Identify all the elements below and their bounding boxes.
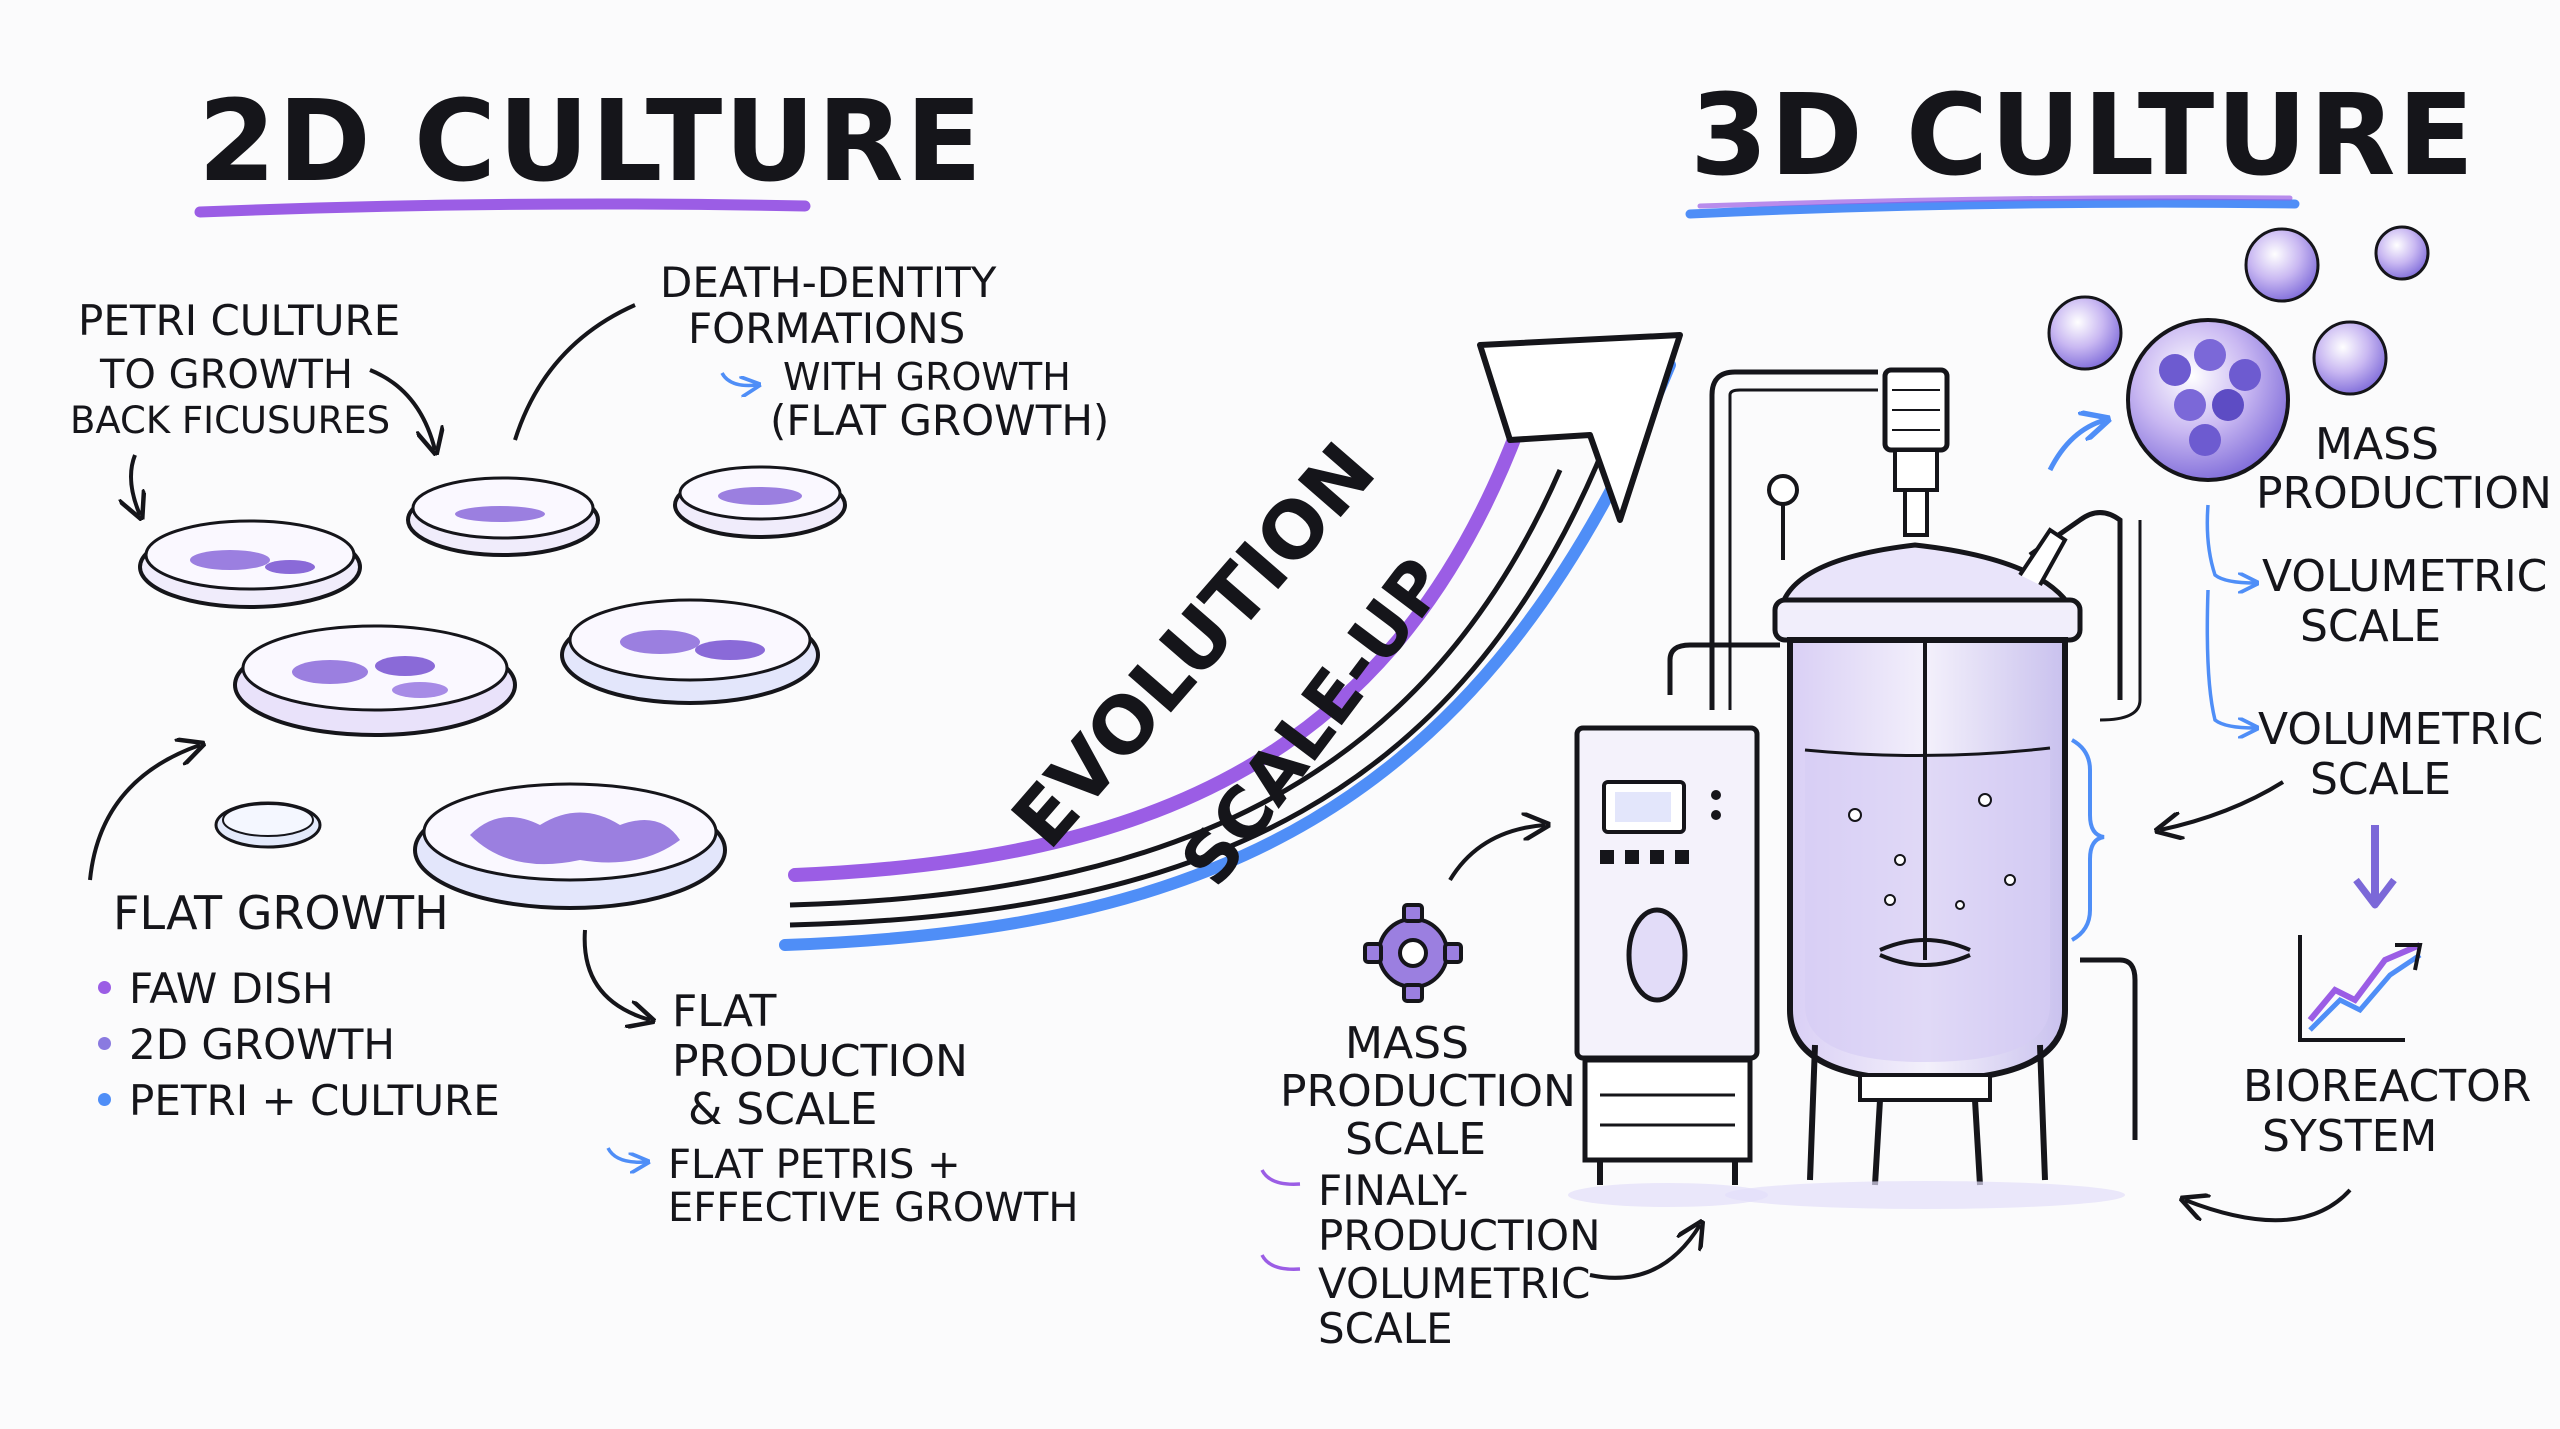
bioreactor-line2: SYSTEM bbox=[2262, 1111, 2438, 1162]
mass-production-scale-line1: MASS bbox=[1345, 1018, 1469, 1069]
petri-label-line2: TO GROWTH bbox=[100, 352, 353, 398]
flat-production-line3: & SCALE bbox=[688, 1084, 878, 1135]
mass-production-scale-line6: VOLUMETRIC bbox=[1318, 1259, 1591, 1308]
petri-dish-5 bbox=[560, 598, 820, 705]
flat-growth-item-1: FAW DISH bbox=[98, 968, 334, 1010]
bioreactor-line1: BIOREACTOR bbox=[2243, 1061, 2532, 1112]
petri-dish-3 bbox=[673, 465, 847, 539]
flat-growth-title: FLAT GROWTH bbox=[113, 886, 449, 940]
petri-dish-1 bbox=[138, 519, 362, 609]
flat-growth-item-3: PETRI + CULTURE bbox=[98, 1080, 500, 1122]
mass-production-line1: MASS bbox=[2315, 419, 2439, 470]
petri-dish-4 bbox=[233, 624, 517, 737]
arrow-petri-to-dish bbox=[369, 368, 435, 450]
mass-production-line2: PRODUCTION bbox=[2256, 468, 2552, 519]
petri-label-line1: PETRI CULTURE bbox=[78, 296, 401, 345]
bullet-purple bbox=[98, 981, 111, 994]
death-label-line3: WITH GROWTH bbox=[783, 355, 1071, 399]
left-title: 2D CULTURE bbox=[198, 77, 984, 207]
mass-production-scale-line7: SCALE bbox=[1318, 1304, 1453, 1353]
flat-production-line2: PRODUCTION bbox=[672, 1036, 968, 1087]
death-label-line2: FORMATIONS bbox=[688, 304, 966, 353]
mass-production-scale-line3: SCALE bbox=[1345, 1114, 1487, 1165]
arrow-death-to-dish bbox=[513, 303, 636, 441]
evolution-arrow bbox=[779, 332, 1683, 951]
bioreactor-illustration bbox=[1568, 367, 2142, 1209]
gear-icon bbox=[1363, 903, 1463, 1003]
growth-chart-icon bbox=[2298, 935, 2423, 1042]
right-title-underline bbox=[1685, 198, 2300, 219]
volumetric-1-line2: SCALE bbox=[2300, 601, 2442, 652]
mass-production-scale-line4: FINALY- bbox=[1318, 1166, 1469, 1215]
flat-production-line4: FLAT PETRIS + bbox=[668, 1142, 961, 1188]
flat-growth-item-2: 2D GROWTH bbox=[98, 1024, 395, 1066]
petri-dish-6 bbox=[413, 782, 727, 910]
mass-production-scale-line5: PRODUCTION bbox=[1318, 1211, 1601, 1260]
volumetric-1-line1: VOLUMETRIC bbox=[2262, 551, 2548, 602]
mass-production-scale-line2: PRODUCTION bbox=[1280, 1066, 1576, 1117]
left-title-underline bbox=[194, 198, 811, 218]
death-label-line4: (FLAT GROWTH) bbox=[770, 396, 1110, 445]
death-label-line1: DEATH-DENTITY bbox=[660, 258, 997, 307]
bullet-violet bbox=[98, 1037, 111, 1050]
flat-production-line1: FLAT bbox=[672, 986, 777, 1037]
flat-production-line5: EFFECTIVE GROWTH bbox=[668, 1185, 1079, 1231]
petri-label-line3: BACK FICUSURES bbox=[70, 399, 391, 442]
volumetric-2-line1: VOLUMETRIC bbox=[2258, 704, 2544, 755]
right-title: 3D CULTURE bbox=[1690, 71, 2476, 201]
petri-dish-2 bbox=[406, 476, 600, 557]
volumetric-2-line2: SCALE bbox=[2310, 754, 2452, 805]
cell-aggregate-spheres bbox=[2047, 225, 2430, 482]
arrow-flat-growth bbox=[88, 745, 200, 881]
petri-dish-small bbox=[214, 801, 322, 849]
bullet-blue bbox=[98, 1093, 111, 1106]
arrow-flat-production bbox=[582, 929, 650, 1020]
